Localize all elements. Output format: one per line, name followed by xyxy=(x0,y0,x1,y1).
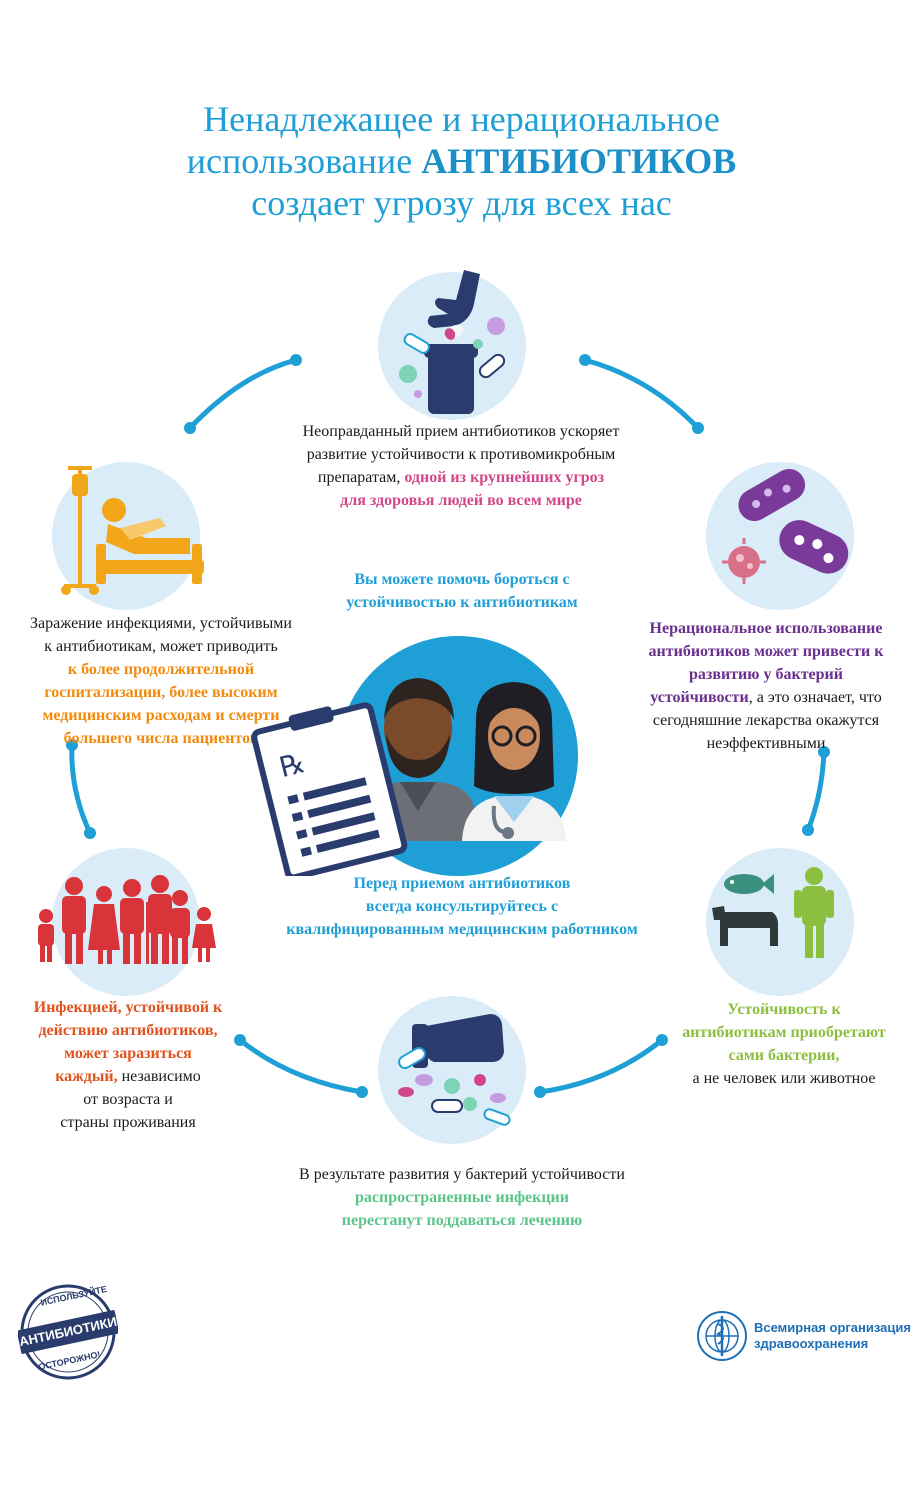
bottom-right-line3: сами бактерии, xyxy=(656,1044,912,1067)
bottom-left-text-block: Инфекцией, устойчивой к действию антибио… xyxy=(8,996,248,1134)
bottom-right-line2: антибиотикам приобретают xyxy=(682,1024,886,1041)
top-text-line4: для здоровья людей во всем мире xyxy=(340,492,582,509)
bottom-right-line3-rest: , xyxy=(835,1047,840,1064)
right-text-line3: развитию у бактерий xyxy=(688,666,843,683)
arc-left xyxy=(69,742,93,836)
top-text-line1: Неоправданный прием антибиотиков ускоряе… xyxy=(302,423,620,440)
left-text-line3: к более продолжительной xyxy=(67,661,255,678)
arc-bottom-left xyxy=(237,1037,365,1095)
doctors-icon: ℞ xyxy=(251,678,566,876)
right-text-block: Нерациональное использование антибиотико… xyxy=(612,617,920,755)
bottom-text-block: В результате развития у бактерий устойчи… xyxy=(212,1163,712,1232)
who-name: Всемирная организация здравоохранения xyxy=(754,1320,911,1352)
center-top-text: Вы можете помочь бороться с устойчивость… xyxy=(262,568,662,614)
left-text-block: Заражение инфекциями, устойчивыми к анти… xyxy=(2,612,320,750)
bottom-right-text-block: Устойчивость к антибиотикам приобретают … xyxy=(656,998,912,1090)
spilled-pills-icon xyxy=(398,1014,511,1126)
who-logo: Всемирная организация здравоохранения xyxy=(696,1308,916,1368)
arc-right xyxy=(805,749,827,833)
bottom-left-line5: от возраста и xyxy=(83,1091,173,1108)
left-text-line5: медицинским расходам и смерти xyxy=(42,707,280,724)
hand-pills-icon xyxy=(399,270,506,414)
bottom-left-line2: действию антибиотиков, xyxy=(38,1022,218,1039)
right-text-line4-hl: устойчивости xyxy=(650,689,749,706)
arc-top-left xyxy=(187,357,299,431)
top-text-line3-pre: препаратам, xyxy=(317,469,405,486)
top-text-line2: развитие устойчивости к противомикробным xyxy=(306,446,616,463)
left-text-line1: Заражение инфекциями, устойчивыми xyxy=(30,615,292,632)
bottom-right-line3-hl: сами бактерии xyxy=(728,1047,836,1064)
who-emblem-icon xyxy=(697,1311,747,1361)
bottom-left-line4: каждый, независимо xyxy=(8,1065,248,1088)
center-bottom-line3: квалифицированным медицинским работником xyxy=(286,921,638,938)
title-line2: использование АНТИБИОТИКОВ xyxy=(0,140,923,182)
campaign-badge: ИСПОЛЬЗУЙТЕ АНТИБИОТИКИ ОСТОРОЖНО! xyxy=(16,1282,120,1382)
top-text-line3-hl: одной из крупнейших угроз xyxy=(404,469,605,486)
page-title: Ненадлежащее и нерациональное использова… xyxy=(0,98,923,224)
left-text-line6: большего числа пациентов xyxy=(63,730,259,747)
bacteria-icon xyxy=(722,469,849,584)
bottom-left-line1: Инфекцией, устойчивой к xyxy=(33,999,223,1016)
title-line3: создает угрозу для всех нас xyxy=(251,183,672,223)
who-name-line2: здравоохранения xyxy=(754,1336,869,1351)
top-text-block: Неоправданный прием антибиотиков ускоряе… xyxy=(236,420,686,512)
top-text-line3: препаратам, одной из крупнейших угроз xyxy=(236,466,686,489)
center-top-line1: Вы можете помочь бороться с xyxy=(354,571,570,588)
bottom-text-line2: распространенные инфекции xyxy=(354,1189,569,1206)
title-line1: Ненадлежащее и нерациональное xyxy=(203,99,720,139)
family-icon xyxy=(38,875,216,964)
center-bottom-line2: всегда консультируйтесь с xyxy=(365,898,559,915)
bottom-left-line3: может заразиться xyxy=(64,1045,192,1062)
left-text-line2: к антибиотикам, может приводить xyxy=(44,638,278,655)
right-text-line4-rest: , а это означает, что xyxy=(748,689,882,706)
bottom-right-line1: Устойчивость к xyxy=(727,1001,841,1018)
right-text-line1: Нерациональное использование xyxy=(649,620,883,637)
bottom-text-line1: В результате развития у бактерий устойчи… xyxy=(299,1166,625,1183)
badge-icon xyxy=(16,1284,120,1380)
bottom-text-line3: перестанут поддаваться лечению xyxy=(341,1212,583,1229)
right-text-line2: антибиотиков может привести к xyxy=(648,643,884,660)
who-name-line1: Всемирная организация xyxy=(754,1320,911,1335)
right-text-line5: сегодняшние лекарства окажутся xyxy=(652,712,880,729)
right-text-line4: устойчивости, а это означает, что xyxy=(612,686,920,709)
center-bottom-line1: Перед приемом антибиотиков xyxy=(353,875,571,892)
left-text-line4: госпитализации, более высоким xyxy=(44,684,278,701)
bottom-left-line4-rest: независимо xyxy=(117,1068,201,1085)
center-bottom-text: Перед приемом антибиотиков всегда консул… xyxy=(220,872,704,941)
animals-human-icon xyxy=(712,867,834,958)
title-line2-bold: АНТИБИОТИКОВ xyxy=(421,141,737,181)
right-text-line6: неэффективными xyxy=(706,735,826,752)
bottom-right-line4: а не человек или животное xyxy=(692,1070,876,1087)
bottom-left-line6: страны проживания xyxy=(60,1114,196,1131)
center-top-line2: устойчивостью к антибиотикам xyxy=(346,594,578,611)
arc-bottom-right xyxy=(537,1037,665,1095)
arc-top-right xyxy=(582,357,701,431)
bottom-left-line4-hl: каждый, xyxy=(55,1068,118,1085)
hospital-bed-icon xyxy=(61,466,204,595)
title-line2-pre: использование xyxy=(186,141,422,181)
